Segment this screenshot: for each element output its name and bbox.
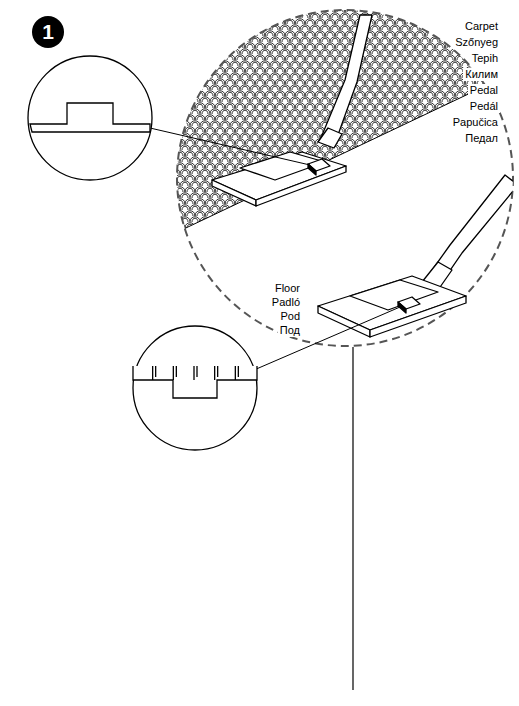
leader-line	[254, 307, 400, 370]
surface-label: Tepih	[470, 52, 500, 65]
step-number: 1	[32, 16, 64, 48]
floor-nozzle	[318, 175, 518, 337]
pedal-label: Pedal	[468, 84, 500, 97]
surface-label: Szőnyeg	[453, 36, 500, 49]
callout-number: 1	[42, 20, 54, 44]
pedal-down-detail	[133, 326, 257, 450]
leader-line	[150, 128, 310, 165]
surface-label: Padló	[270, 296, 302, 309]
connector-line	[352, 347, 353, 690]
pedal-up-detail	[28, 56, 152, 180]
carpet-region	[150, 0, 519, 260]
surface-label: Carpet	[463, 20, 500, 33]
surface-label: Килим	[463, 68, 500, 81]
surface-label: Под	[278, 324, 302, 337]
pedal-label: Педал	[463, 132, 500, 145]
surface-label: Floor	[273, 282, 302, 295]
pedal-label: Papučica	[451, 116, 500, 129]
pedal-label: Pedál	[468, 100, 500, 113]
surface-label: Pod	[278, 310, 302, 323]
carpet-nozzle	[212, 15, 372, 206]
zoom-outline	[177, 10, 513, 346]
